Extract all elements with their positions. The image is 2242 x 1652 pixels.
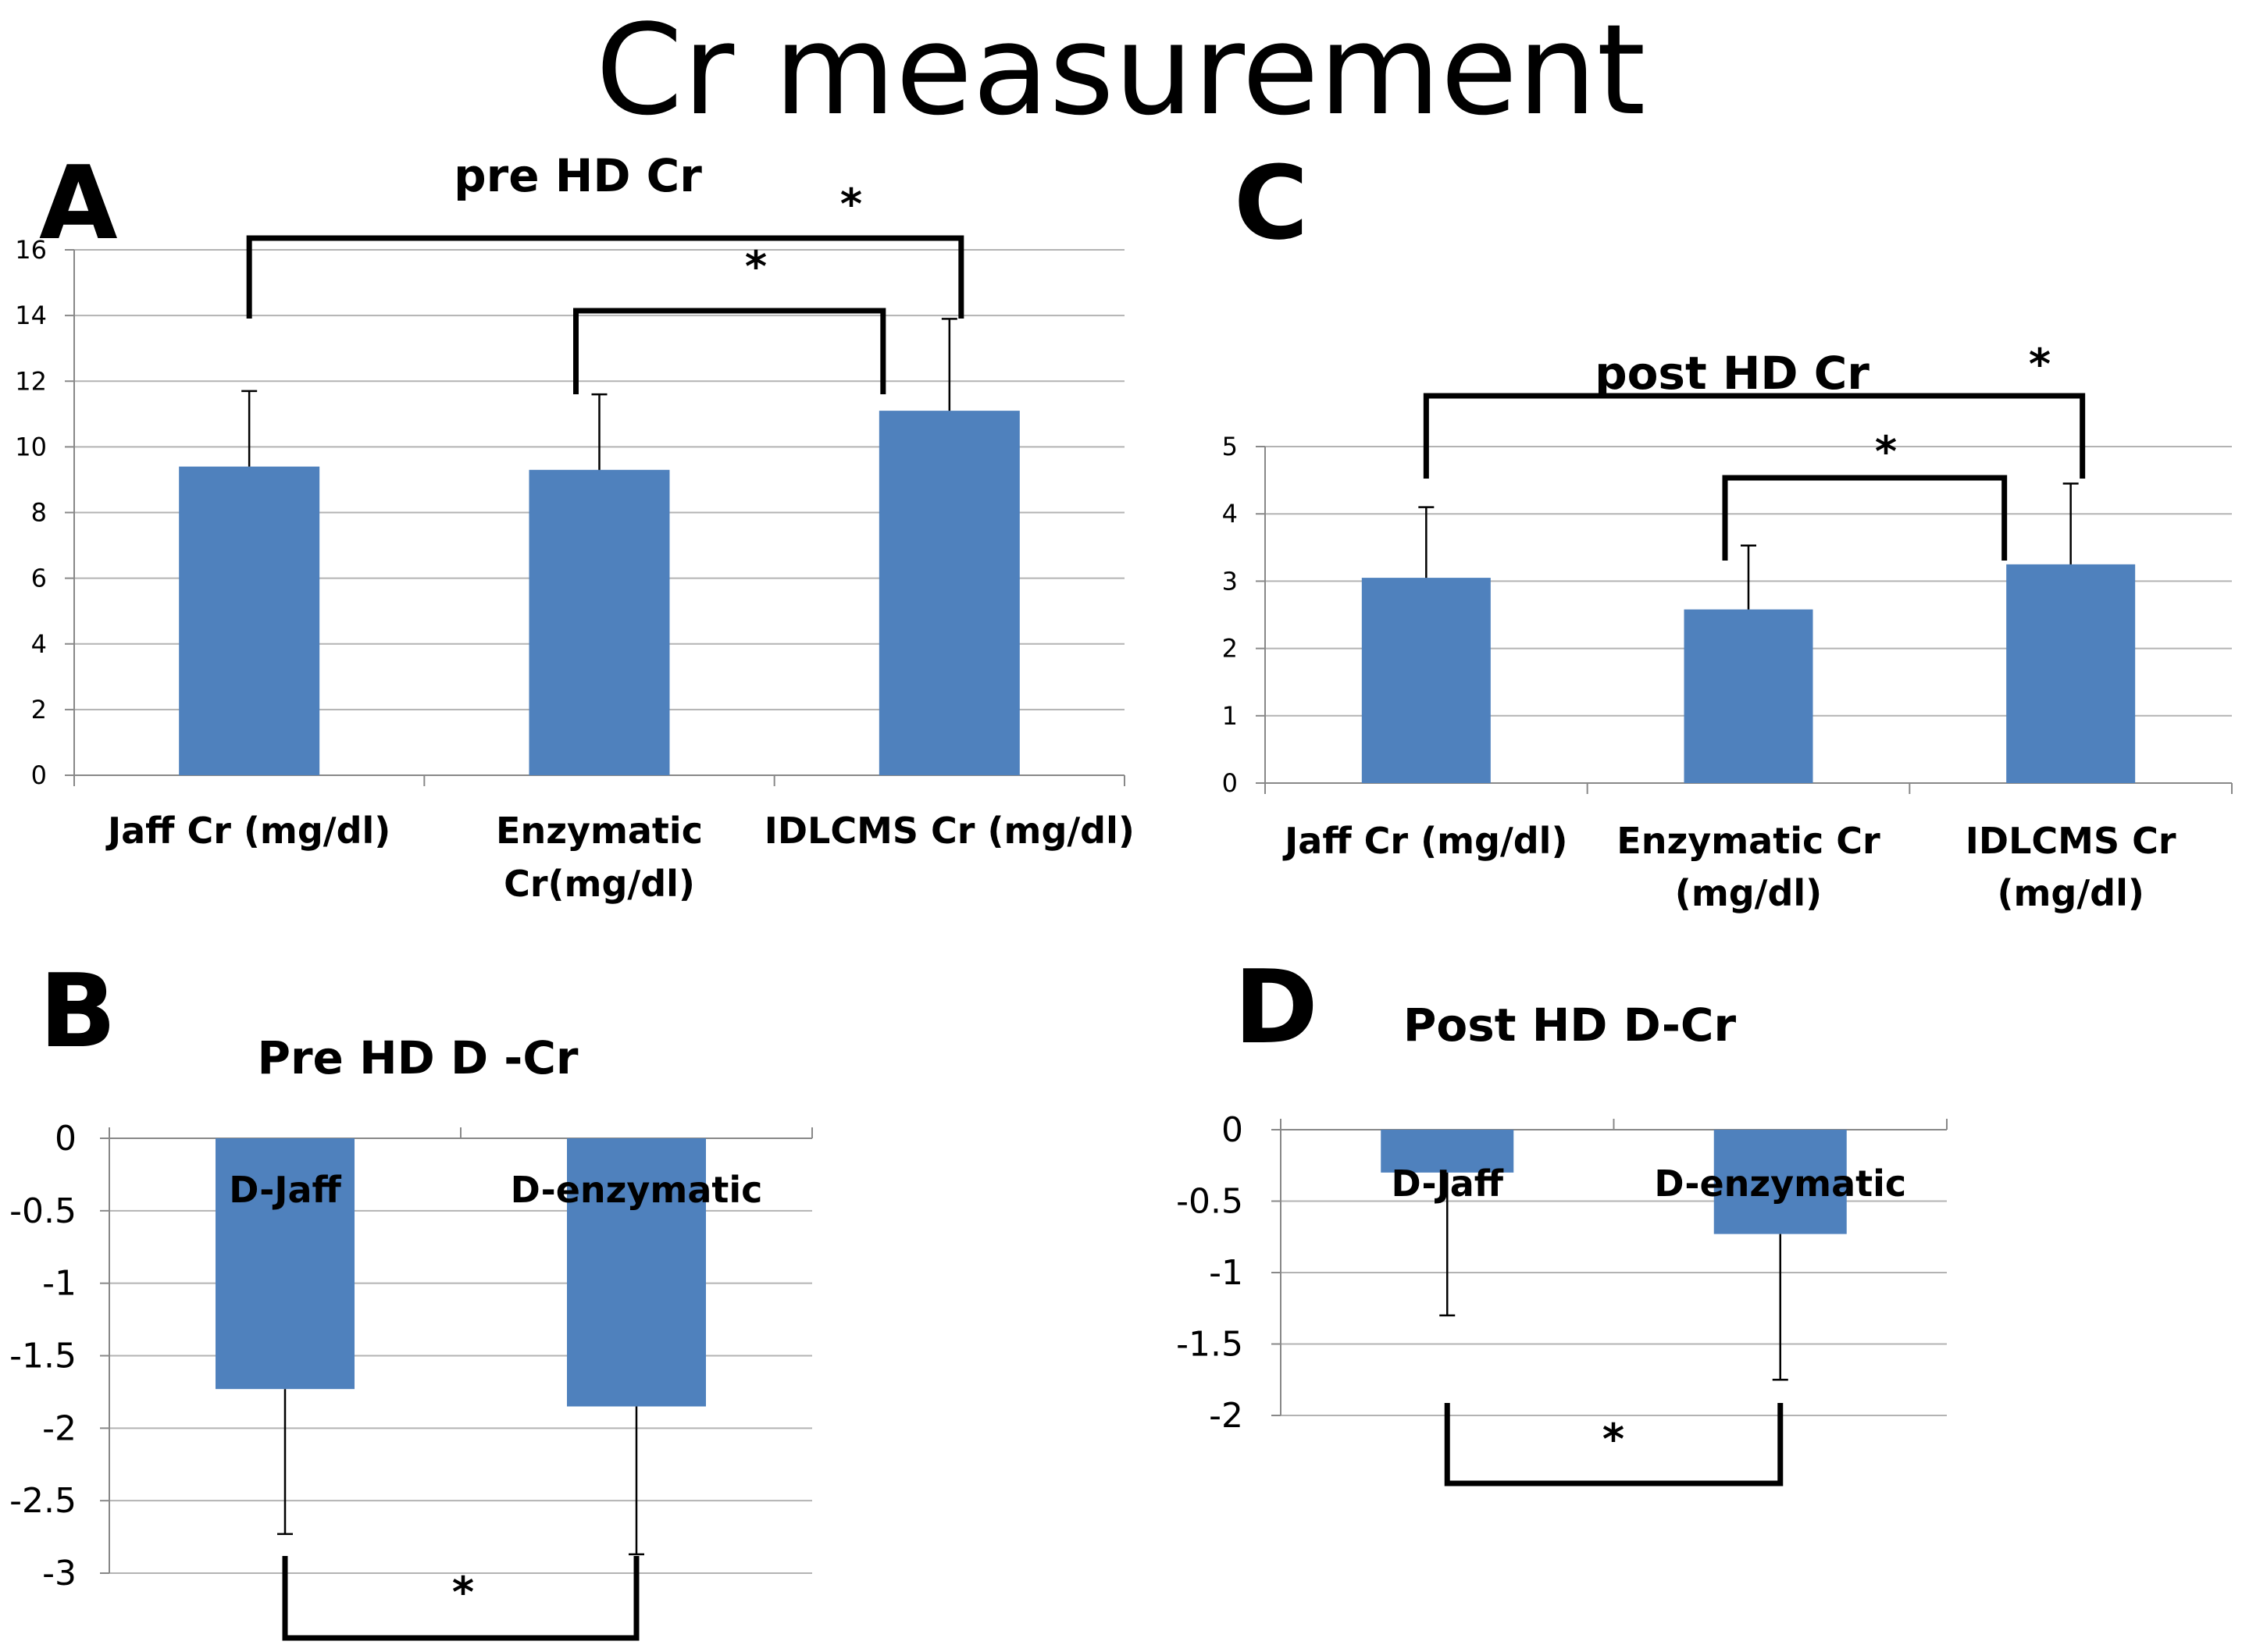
- bar: [1361, 578, 1491, 783]
- significance-bracket: [1444, 1403, 1784, 1486]
- significance-bracket: [1722, 475, 2008, 561]
- bar: [529, 469, 670, 775]
- significance-bracket: [573, 308, 886, 394]
- figure-title: Cr measurement: [596, 0, 1646, 143]
- y-tick-label: -1.5: [1176, 1325, 1243, 1365]
- chart-title: post HD Cr: [1595, 347, 1870, 400]
- y-tick-label: 2: [31, 695, 47, 725]
- significance-bracket: [1423, 393, 2086, 479]
- y-tick-label: -1.5: [9, 1337, 77, 1376]
- category-label: IDLCMS Cr (mg/dl): [765, 810, 1135, 852]
- bar: [216, 1138, 355, 1390]
- y-tick-label: 10: [15, 432, 47, 461]
- bar: [1713, 1130, 1847, 1234]
- y-tick-label: 4: [1222, 499, 1238, 529]
- category-label: D-Jaff: [1391, 1162, 1503, 1205]
- y-tick-label: 12: [15, 366, 47, 396]
- category-label: Enzymatic Cr(mg/dl): [1616, 820, 1880, 914]
- y-tick-label: -2.5: [9, 1481, 77, 1521]
- category-label: Jaff Cr (mg/dl): [1282, 820, 1567, 862]
- y-tick-label: 5: [1222, 432, 1238, 461]
- y-tick-label: 0: [55, 1119, 77, 1159]
- y-tick-label: -3: [42, 1554, 77, 1593]
- chart-panel-d: D Post HD D-Cr 0 -0.5 -1 -1.5 -2 D-Jaff D-enzyma…: [1176, 948, 1948, 1486]
- category-label: D-enzymatic: [1654, 1162, 1906, 1205]
- significance-star: *: [2029, 340, 2051, 389]
- category-label: D-enzymatic: [511, 1169, 763, 1211]
- y-tick-label: -0.5: [9, 1191, 77, 1231]
- significance-star: *: [745, 242, 767, 291]
- y-tick-label: -0.5: [1176, 1182, 1243, 1222]
- significance-bracket: [246, 235, 964, 319]
- panel-letter: C: [1234, 144, 1308, 262]
- chart-panel-b: B Pre HD D -Cr 0 -0.5 -1 -1.5 -2 -2.5 -3 D-Jaff D-…: [9, 952, 813, 1641]
- y-tick-label: -1: [42, 1264, 77, 1304]
- y-tick-label: 14: [15, 301, 47, 330]
- bar: [179, 466, 320, 775]
- bar: [567, 1138, 706, 1407]
- y-tick-label: 2: [1222, 634, 1238, 664]
- y-tick-label: 1: [1222, 701, 1238, 731]
- y-tick-label: 4: [31, 629, 47, 659]
- bar: [1381, 1130, 1514, 1173]
- category-label: Jaff Cr (mg/dl): [105, 810, 390, 852]
- y-tick-label: 6: [31, 564, 47, 593]
- significance-star: *: [1875, 427, 1897, 476]
- significance-star: *: [452, 1568, 474, 1617]
- y-tick-label: -2: [1209, 1396, 1243, 1436]
- category-label: D-Jaff: [229, 1169, 341, 1211]
- bar: [1684, 609, 1813, 783]
- y-tick-label: -1: [1209, 1253, 1243, 1293]
- y-tick-label: 0: [1222, 768, 1238, 798]
- category-label: IDLCMS Cr(mg/dl): [1966, 820, 2176, 914]
- significance-star: *: [1602, 1415, 1624, 1464]
- significance-bracket: [282, 1556, 640, 1641]
- bar: [879, 411, 1020, 775]
- chart-title: pre HD Cr: [454, 149, 702, 202]
- y-tick-label: 16: [15, 235, 47, 265]
- chart-title: Post HD D-Cr: [1403, 999, 1737, 1052]
- y-tick-label: 0: [1221, 1110, 1243, 1150]
- y-tick-label: 8: [31, 498, 47, 528]
- significance-star: *: [840, 180, 862, 229]
- y-tick-label: 0: [31, 760, 47, 790]
- chart-title: Pre HD D -Cr: [257, 1031, 578, 1084]
- y-tick-label: -2: [42, 1408, 77, 1448]
- panel-letter: A: [39, 144, 118, 262]
- panel-letter: D: [1234, 948, 1318, 1066]
- bar: [2006, 564, 2136, 783]
- y-tick-label: 3: [1222, 566, 1238, 596]
- panel-letter: B: [39, 952, 116, 1070]
